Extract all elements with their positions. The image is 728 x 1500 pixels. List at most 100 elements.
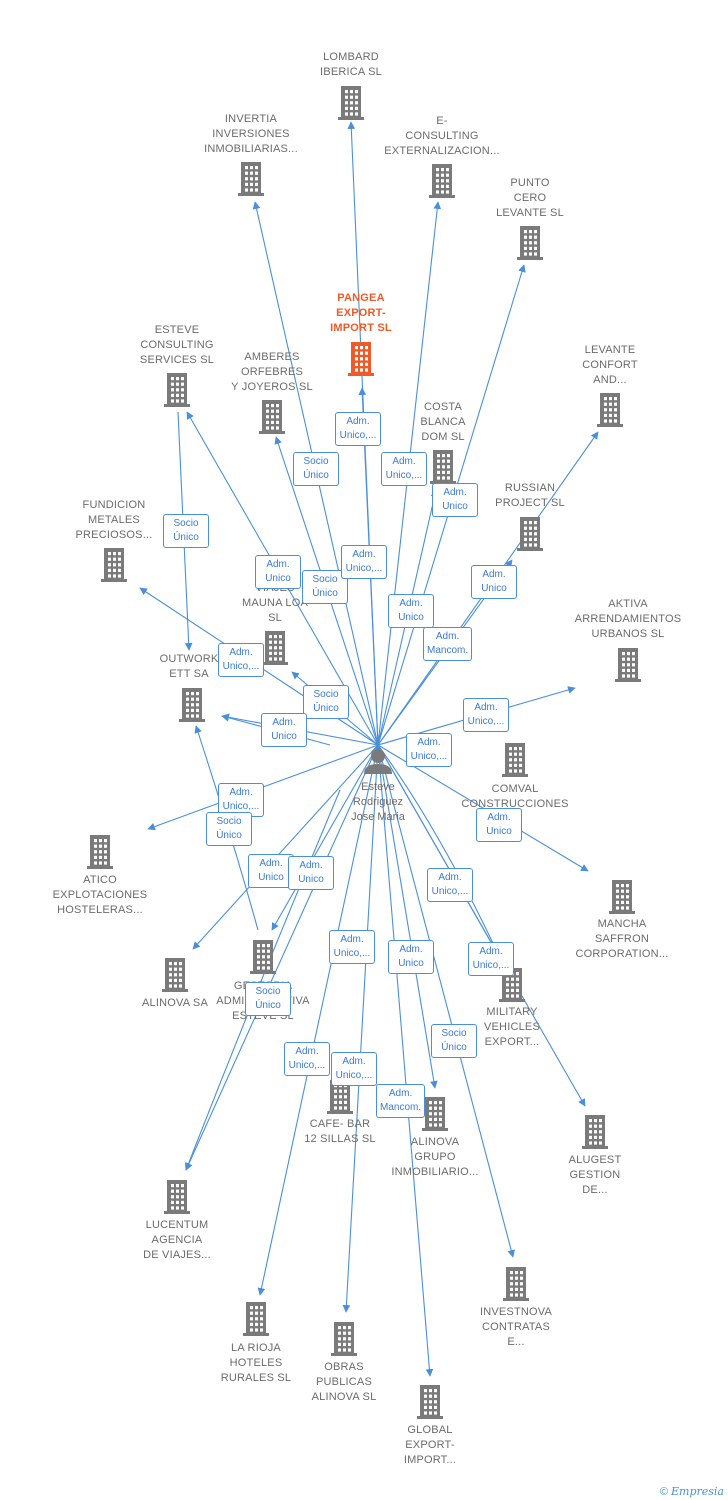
brand-name[interactable]: Empresia	[671, 1485, 724, 1498]
person-icon[interactable]	[364, 749, 392, 774]
company-label-line: VEHICLES	[483, 1021, 540, 1033]
role-badge[interactable]: Adm.Unico,...	[406, 733, 452, 767]
company-alinova-icon[interactable]	[162, 958, 188, 992]
company-military-icon[interactable]	[499, 968, 525, 1002]
company-lombard-icon[interactable]	[338, 86, 364, 120]
role-badge[interactable]: Adm.Unico,...	[381, 452, 427, 486]
company-levanteconfort-icon[interactable]	[597, 393, 623, 427]
company-viajes-icon[interactable]	[262, 631, 288, 665]
role-badge[interactable]: Adm.Unico	[261, 713, 307, 747]
company-alinovagrupo-icon[interactable]	[422, 1097, 448, 1131]
company-aktiva-icon[interactable]	[615, 648, 641, 682]
role-badge[interactable]: Adm.Unico,...	[427, 868, 473, 902]
company-costablanca-icon[interactable]	[430, 450, 456, 484]
company-label-line: BLANCA	[420, 416, 466, 428]
role-badge[interactable]: Adm.Unico,...	[463, 698, 509, 732]
company-comval-icon[interactable]	[502, 743, 528, 777]
role-badge[interactable]: Adm.Unico	[432, 483, 478, 517]
company-econsulting-icon[interactable]	[429, 164, 455, 198]
role-badge-line: Único	[313, 703, 339, 714]
company-label-line: CAFE- BAR	[309, 1118, 371, 1130]
role-badge[interactable]: Adm.Unico,...	[468, 942, 514, 976]
company-outwork-icon[interactable]	[179, 688, 205, 722]
role-badge[interactable]: Adm.Unico	[288, 856, 334, 890]
company-invertia-icon[interactable]	[238, 162, 264, 196]
role-badge[interactable]: Adm.Unico,...	[335, 412, 381, 446]
role-badge[interactable]: Adm.Mancom.	[376, 1084, 426, 1118]
company-lucentum-icon[interactable]	[164, 1180, 190, 1214]
person-name-line: Esteve	[361, 781, 395, 793]
company-larioja-icon[interactable]	[243, 1302, 269, 1336]
company-mancha-icon[interactable]	[609, 880, 635, 914]
role-badge[interactable]: Adm.Unico	[476, 808, 522, 842]
role-badge[interactable]: Adm.Mancom.	[423, 627, 473, 661]
role-badge-line: Único	[312, 588, 338, 599]
company-cafebar-icon[interactable]	[327, 1080, 353, 1114]
company-gestoria-icon[interactable]	[250, 940, 276, 974]
company-label-line: METALES	[88, 514, 140, 526]
company-amberes-icon[interactable]	[259, 400, 285, 434]
role-badge[interactable]: Adm.Unico	[255, 555, 301, 589]
company-puntocero-icon[interactable]	[517, 226, 543, 260]
company-label-line: ATICO	[83, 874, 117, 886]
company-esteveconsulting-icon[interactable]	[164, 373, 190, 407]
role-badge[interactable]: Adm.Unico	[471, 565, 517, 599]
role-badge-line: Unico	[298, 874, 324, 885]
company-label-line: HOSTELERAS...	[57, 904, 143, 916]
role-badge-line: Adm.	[392, 456, 416, 467]
role-badge[interactable]: Adm.Unico,...	[341, 545, 387, 579]
company-russian-icon[interactable]	[517, 517, 543, 551]
company-atico-icon[interactable]	[87, 835, 113, 869]
role-badge[interactable]: Adm.Unico	[248, 854, 294, 888]
company-global-icon[interactable]	[417, 1385, 443, 1419]
role-badge[interactable]: Adm.Unico	[388, 940, 434, 974]
role-badge[interactable]: Adm.Unico,...	[329, 930, 375, 964]
role-badge-line: Adm.	[399, 598, 423, 609]
company-pangea-icon[interactable]	[348, 342, 374, 376]
company-investnova-icon[interactable]	[503, 1267, 529, 1301]
role-badge[interactable]: Adm.Unico,...	[218, 643, 264, 677]
company-label-line: ALINOVA	[410, 1136, 460, 1148]
role-badge[interactable]: Adm.Unico,...	[218, 783, 264, 817]
company-alinova-label[interactable]: ALINOVA SA	[105, 996, 245, 1011]
company-obras-icon[interactable]	[331, 1322, 357, 1356]
company-alugest-icon[interactable]	[582, 1115, 608, 1149]
role-badge[interactable]: Adm.Unico,...	[331, 1052, 377, 1086]
role-badge[interactable]: Adm.Unico,...	[284, 1042, 330, 1076]
role-badge[interactable]: Adm.Unico	[388, 594, 434, 628]
company-fundicion-icon[interactable]	[101, 548, 127, 582]
company-label-line: LOMBARD	[323, 51, 379, 63]
